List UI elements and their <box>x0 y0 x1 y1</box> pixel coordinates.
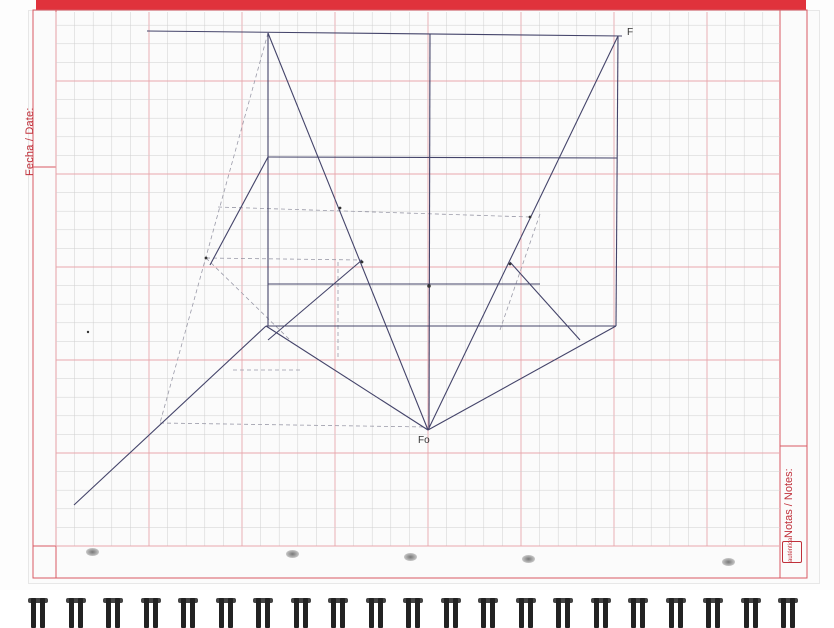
spiral-ring <box>440 598 461 628</box>
punch-hole <box>722 558 735 566</box>
notebook-top-red-band <box>36 0 806 12</box>
spiral-binding <box>0 590 834 628</box>
spiral-ring <box>215 598 236 628</box>
spiral-ring <box>365 598 386 628</box>
spiral-ring <box>553 598 573 628</box>
construction-lines-ink <box>73 30 623 506</box>
punch-hole <box>286 550 299 558</box>
spiral-ring <box>328 598 348 628</box>
spiral-ring <box>403 598 423 628</box>
punch-hole <box>404 553 417 561</box>
spiral-ring <box>590 598 611 628</box>
brand-logo: auténtica <box>782 538 802 563</box>
spiral-ring <box>665 598 686 628</box>
point-fo-label: Fo <box>418 435 430 446</box>
spiral-ring <box>703 598 723 628</box>
spiral-ring <box>65 598 86 628</box>
spiral-ring <box>28 598 48 628</box>
graph-paper-sheet <box>28 10 820 584</box>
spiral-ring <box>628 598 648 628</box>
spiral-ring <box>478 598 498 628</box>
punch-hole <box>86 548 99 556</box>
construction-lines-faint <box>159 32 541 428</box>
spiral-ring <box>178 598 198 628</box>
spiral-ring <box>103 598 123 628</box>
spiral-ring <box>740 598 761 628</box>
spiral-ring <box>778 598 798 628</box>
spiral-ring <box>253 598 273 628</box>
spiral-ring <box>140 598 161 628</box>
grid-lines <box>55 12 780 547</box>
date-label: Fecha / Date: <box>24 107 36 176</box>
punch-hole <box>522 555 535 563</box>
spiral-ring <box>290 598 311 628</box>
spiral-ring <box>515 598 536 628</box>
notes-label: Notas / Notes: <box>783 468 795 538</box>
point-f-label: F <box>627 27 634 38</box>
construction-points <box>86 206 532 334</box>
